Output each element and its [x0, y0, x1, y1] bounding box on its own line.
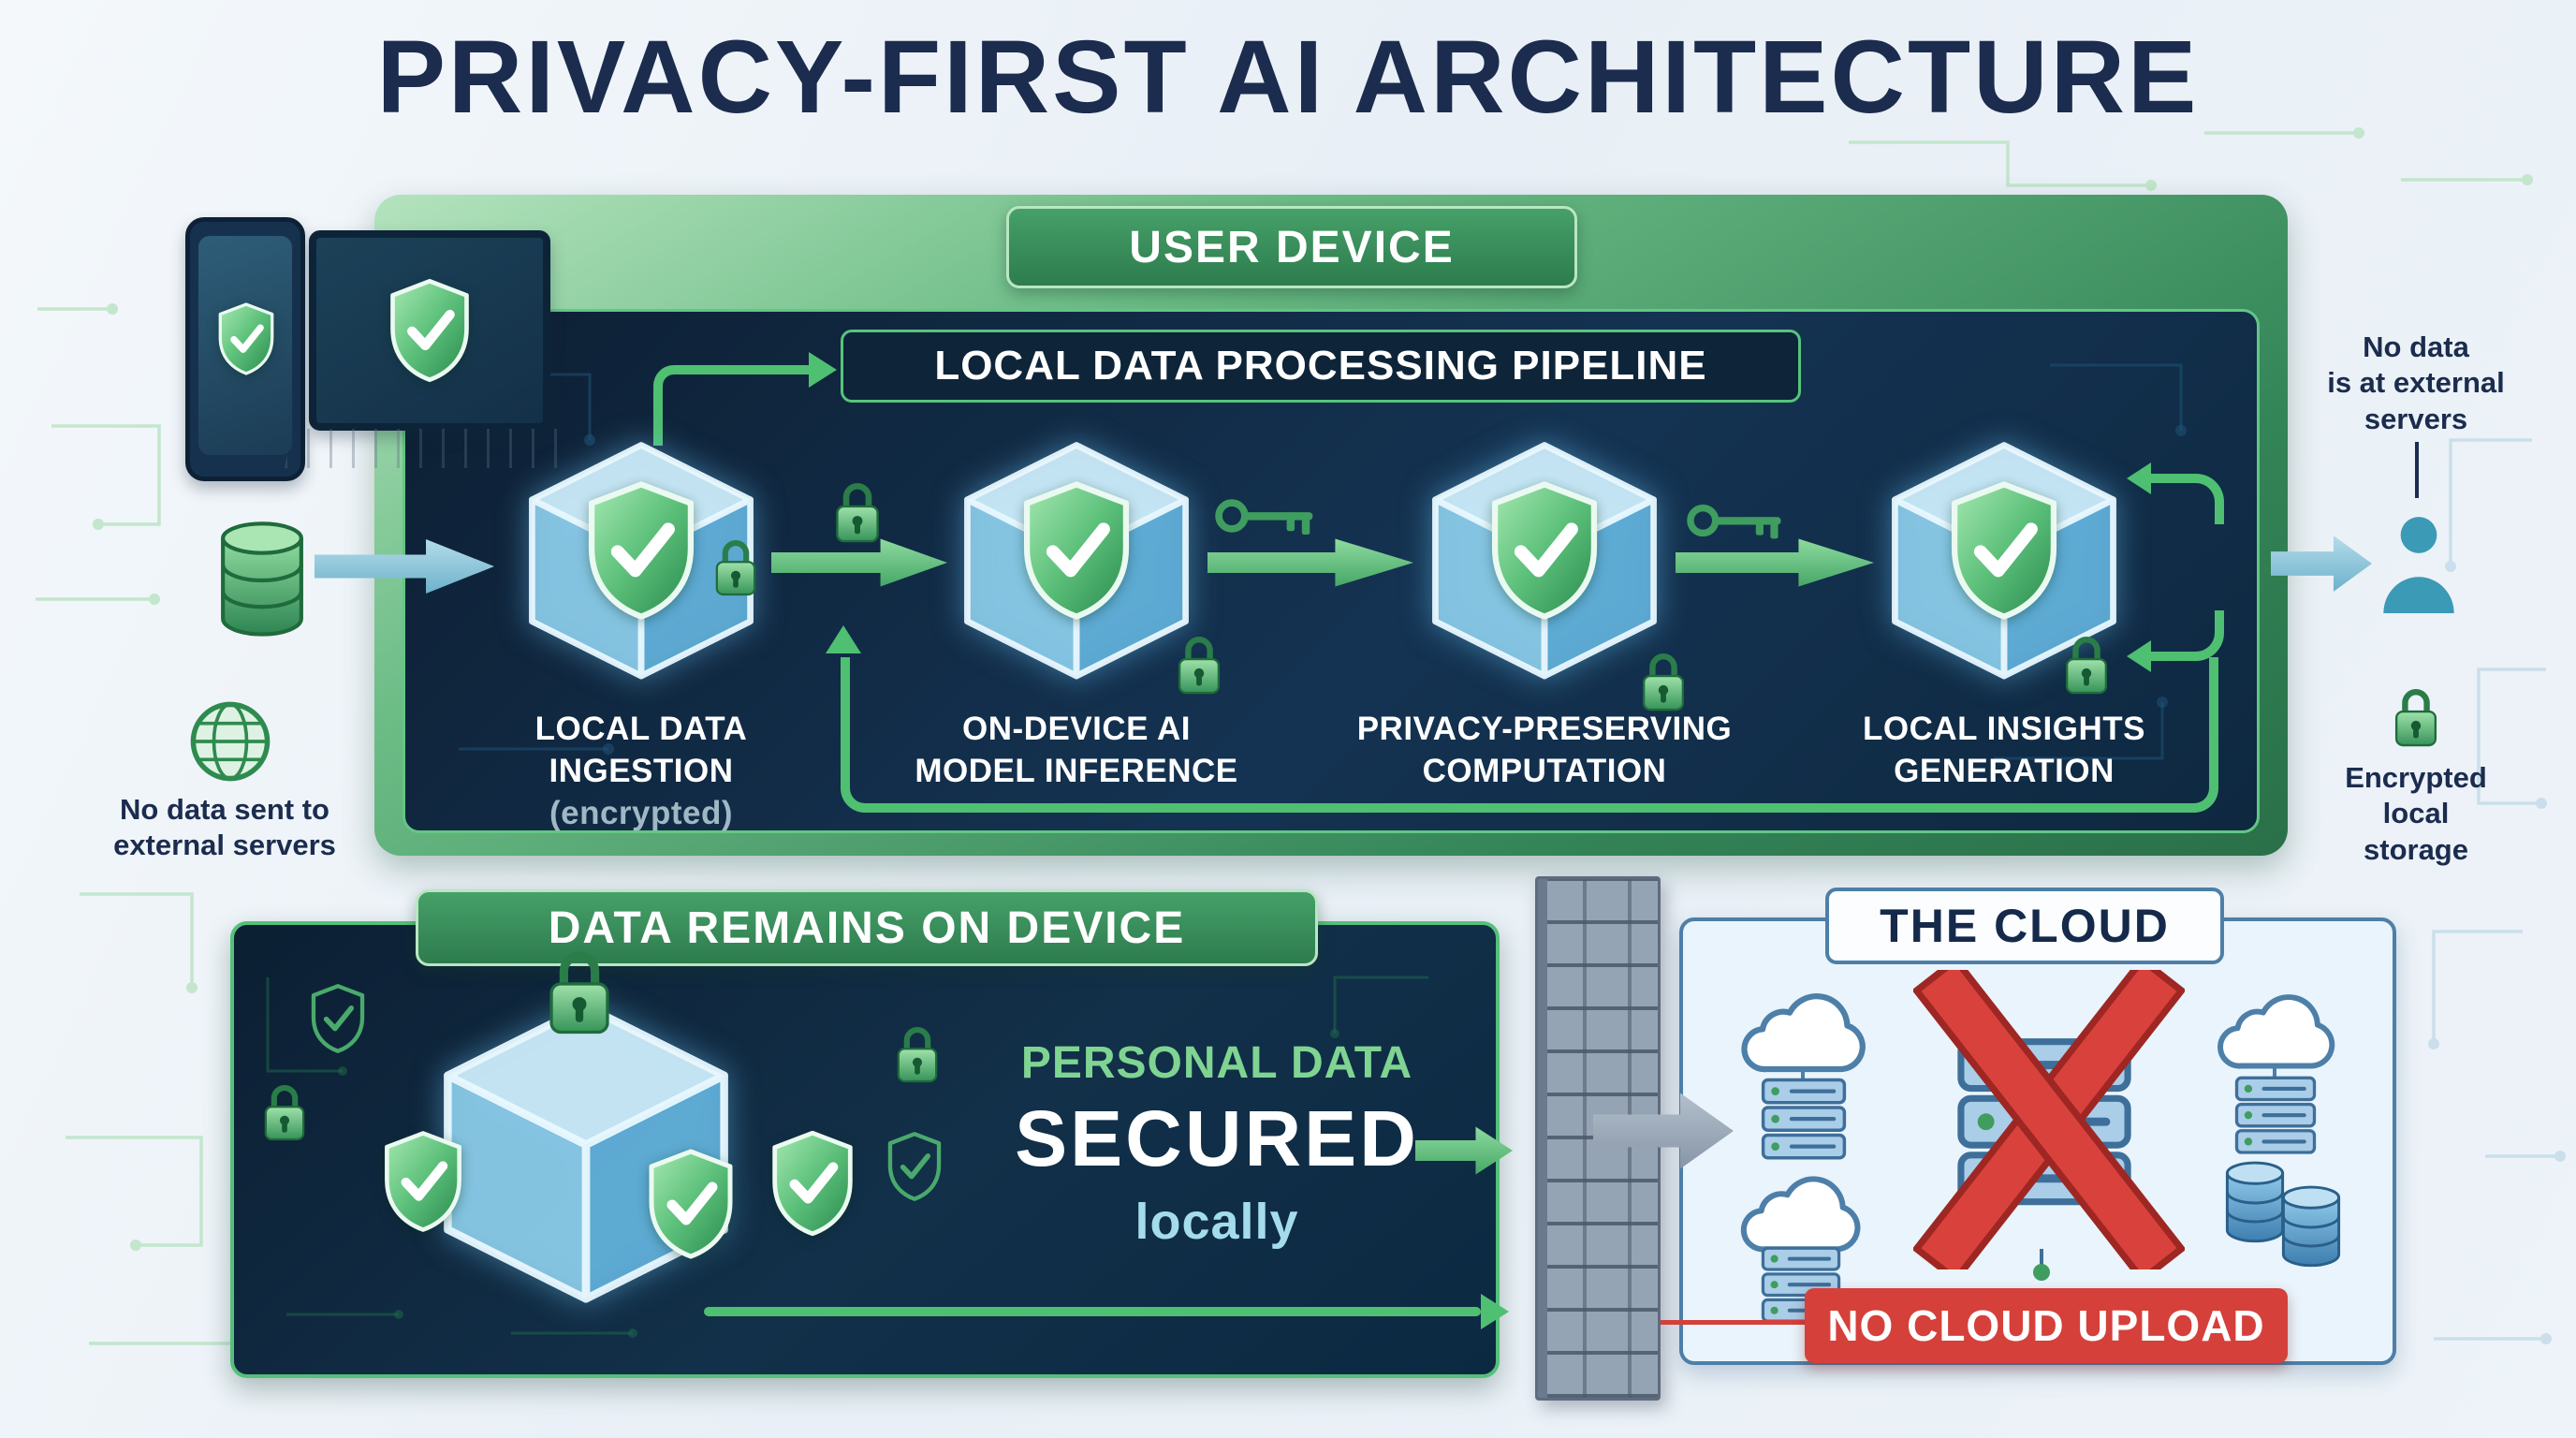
right-no-data-caption: No data is at external servers	[2308, 330, 2524, 437]
database-icon	[210, 517, 315, 644]
small-lock-right-icon	[891, 1020, 944, 1086]
no-upload-x-icon	[1913, 970, 2185, 1269]
cloud-badge: THE CLOUD	[1825, 888, 2224, 964]
stage1-shield-icon	[582, 479, 700, 622]
cube-top-lock-icon	[539, 942, 620, 1039]
stage3-label: PRIVACY-PRESERVING COMPUTATION	[1329, 708, 1760, 792]
outline-shield-topleft-icon	[309, 981, 367, 1056]
stage2-label-line1: ON-DEVICE AI	[962, 711, 1191, 747]
encrypted-storage-caption: Encrypted local storage	[2308, 760, 2524, 868]
on-device-panel-traces	[266, 976, 1428, 1338]
cloud-topright-icon	[2202, 979, 2351, 1075]
shield-left-icon	[380, 1125, 466, 1238]
page-title: PRIVACY-FIRST AI ARCHITECTURE	[376, 20, 2200, 135]
return-arc-bottom-arrowhead	[2127, 640, 2151, 672]
key-between-stage2-3-icon	[1211, 491, 1322, 541]
stage2-lock-icon	[1172, 629, 1226, 698]
user-person-icon	[2376, 510, 2462, 615]
small-lock-left-icon	[258, 1078, 311, 1144]
stage4-shield-icon	[1945, 479, 2063, 622]
right-no-data-line2: is at external	[2327, 366, 2505, 400]
stage1-label-line3: (encrypted)	[549, 795, 734, 831]
ingestion-to-pipeline-arrow	[653, 365, 811, 446]
cloud-bottomleft-icon	[1724, 1161, 1878, 1258]
phone-shield-icon	[215, 300, 277, 378]
return-arc-bottom	[2151, 610, 2224, 661]
return-arc-top-arrowhead	[2127, 462, 2151, 494]
stage3-label-line1: PRIVACY-PRESERVING	[1356, 711, 1733, 747]
no-cloud-upload-badge: NO CLOUD UPLOAD	[1805, 1288, 2288, 1363]
on-device-badge: DATA REMAINS ON DEVICE	[416, 889, 1318, 966]
right-no-data-line3: servers	[2364, 402, 2468, 435]
stage2-label-line2: MODEL INFERENCE	[915, 753, 1238, 789]
server-topright-icon	[2226, 1075, 2325, 1157]
cloud-topleft-icon	[1724, 977, 1883, 1078]
secured-text: SECURED	[1015, 1094, 1419, 1182]
cloud-topright-connector	[2273, 1065, 2276, 1078]
shield-middle-icon	[644, 1144, 738, 1264]
feedback-loop-line	[841, 657, 2218, 813]
stage4-label-line2: GENERATION	[1894, 753, 2115, 789]
stage1-lock-icon	[710, 534, 762, 599]
stage3-label-line2: COMPUTATION	[1422, 753, 1667, 789]
stage4-lock-icon	[2059, 629, 2114, 698]
outline-shield-bottomright-icon	[886, 1129, 944, 1204]
left-no-data-line1: No data sent to	[120, 793, 329, 826]
left-no-data-line2: external servers	[113, 829, 336, 862]
server-node-dot	[2033, 1264, 2050, 1281]
pipeline-title-badge: LOCAL DATA PROCESSING PIPELINE	[841, 330, 1801, 403]
laptop-base	[285, 429, 575, 468]
ingestion-to-pipeline-arrowhead	[809, 352, 837, 388]
stage4-label: LOCAL INSIGHTS GENERATION	[1789, 708, 2219, 792]
lock-between-stage1-2-icon	[829, 476, 886, 547]
locally-text: locally	[1134, 1194, 1299, 1250]
personal-data-text: PERSONAL DATA	[1020, 1038, 1413, 1088]
on-device-bottom-arrowhead	[1481, 1294, 1509, 1329]
stage2-label: ON-DEVICE AI MODEL INFERENCE	[861, 708, 1292, 792]
stage1-label: LOCAL DATA INGESTION (encrypted)	[426, 708, 856, 834]
caption-connector-line	[2415, 442, 2419, 498]
cloud-database2-icon	[2276, 1172, 2346, 1283]
no-upload-connector-line	[1661, 1320, 1807, 1325]
laptop-shield-icon	[386, 273, 474, 388]
server-topleft-icon	[1752, 1077, 1855, 1163]
encrypted-storage-line3: storage	[2364, 832, 2468, 866]
stage4-label-line1: LOCAL INSIGHTS	[1863, 711, 2145, 747]
globe-icon	[187, 698, 273, 785]
key-between-stage3-4-icon	[1683, 496, 1790, 545]
stage1-label-line1: LOCAL DATA	[534, 711, 748, 747]
on-device-bottom-line	[704, 1307, 1481, 1316]
stage2-shield-icon	[1017, 479, 1135, 622]
left-no-data-caption: No data sent to external servers	[75, 792, 374, 864]
server-node-line	[2040, 1249, 2043, 1266]
encrypted-storage-lock-icon	[2389, 682, 2443, 751]
encrypted-storage-line1: Encrypted	[2345, 761, 2487, 794]
shield-right-icon	[768, 1125, 857, 1241]
stage1-label-line2: INGESTION	[549, 753, 734, 789]
feedback-loop-arrowhead	[826, 625, 861, 653]
right-no-data-line1: No data	[2363, 330, 2469, 363]
cloud-topleft-connector	[1801, 1067, 1805, 1080]
encrypted-storage-line2: local	[2382, 797, 2450, 830]
user-device-badge: USER DEVICE	[1006, 206, 1577, 288]
stage3-lock-icon	[1636, 646, 1690, 715]
return-arc-top	[2151, 474, 2224, 524]
stage3-shield-icon	[1486, 479, 1603, 622]
